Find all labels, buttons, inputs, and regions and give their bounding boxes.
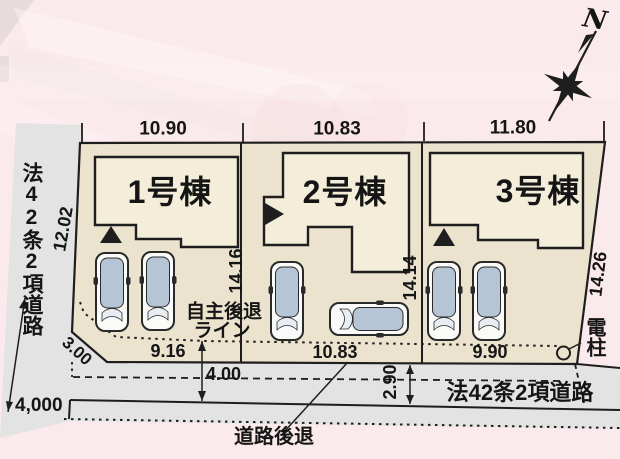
dim-road-width-existing xyxy=(406,365,414,404)
utility-pole-icon xyxy=(556,345,571,361)
dim-road-width-after-setback xyxy=(198,341,206,401)
road-setback-label: 道路後退 xyxy=(234,426,314,448)
background-watermark xyxy=(0,0,620,216)
entrance-marker-triangle-2 xyxy=(265,203,284,225)
car-icon xyxy=(329,299,409,339)
building-2-footprint xyxy=(262,151,411,274)
utility-pole-label: 電柱 xyxy=(583,317,605,357)
pre-setback-dashed-line xyxy=(72,376,561,382)
dim-plot2-top-width: 10.83 xyxy=(313,118,361,140)
car-icon xyxy=(267,261,307,341)
left-road-label: 法42条2項道路 xyxy=(20,162,43,336)
entrance-marker-triangle-3 xyxy=(433,228,455,246)
road-setback-leader-line xyxy=(282,361,349,434)
compass-north-label: N xyxy=(580,3,610,37)
dim-plot3-top-width: 11.80 xyxy=(489,117,537,139)
dim-road-width-existing-label: 2.90 xyxy=(380,364,400,400)
entrance-marker-triangle-1 xyxy=(100,226,122,243)
compass-icon xyxy=(543,30,597,122)
dim-plot1-depth: 14.16 xyxy=(226,248,246,294)
voluntary-setback-dotted-line xyxy=(79,301,561,347)
building-1-label: 1号棟 xyxy=(127,174,213,210)
dim-plot2-depth: 14.14 xyxy=(400,255,420,301)
utility-pole-tick xyxy=(568,342,582,350)
car-icon xyxy=(138,251,178,331)
dim-plot3-bottom-width: 9.90 xyxy=(472,342,508,362)
car-icon xyxy=(92,252,132,332)
building-2-label: 2号棟 xyxy=(302,174,388,210)
dim-road-width-mm xyxy=(6,297,27,413)
road-far-edge xyxy=(69,399,620,411)
road-outer-dotted-line xyxy=(63,418,620,429)
car-icon xyxy=(469,261,509,341)
setback-line-label-2: ライン xyxy=(193,320,251,342)
bottom-road-label: 法42条2項道路 xyxy=(446,380,594,405)
building-3-label: 3号棟 xyxy=(495,173,581,209)
building-1-footprint xyxy=(93,155,240,249)
dim-plot1-bottom-width: 9.16 xyxy=(150,341,186,361)
building-3-footprint xyxy=(428,151,585,250)
setback-line-label-1: 自主後退 xyxy=(185,301,263,323)
road-far-edge-left-end xyxy=(68,399,71,420)
road-top-edge-right xyxy=(576,363,620,369)
dim-road-width-mm-label: 4,000 xyxy=(15,395,63,416)
dim-road-width-after-setback-label: 4.00 xyxy=(206,364,242,384)
dim-plot2-bottom-width: 10.83 xyxy=(312,342,358,362)
right-boundary-dashed-extension xyxy=(574,363,585,404)
top-dimension-ticks xyxy=(81,121,605,142)
dim-plot1-top-width: 10.90 xyxy=(139,118,187,140)
car-icon xyxy=(424,261,464,341)
road-area xyxy=(0,123,620,438)
